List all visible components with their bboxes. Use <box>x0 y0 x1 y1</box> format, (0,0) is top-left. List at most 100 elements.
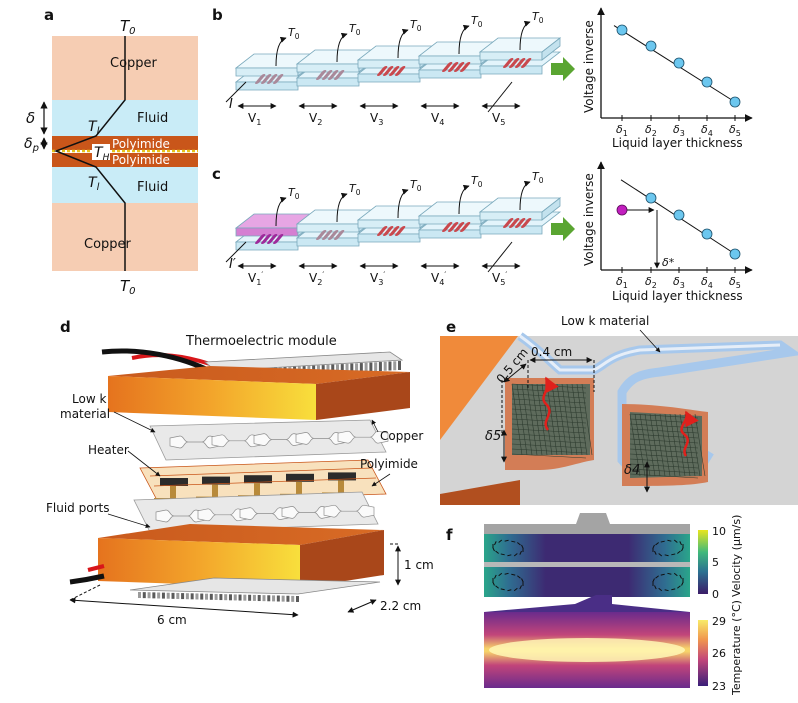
velocity-vector <box>519 585 522 590</box>
fin <box>257 595 261 602</box>
temp-tick-29: 29 <box>712 615 726 628</box>
mesh-line <box>679 413 691 477</box>
heater-trace <box>515 58 526 68</box>
sim-divider <box>484 562 690 567</box>
panel-f: f 10 5 0 Velocity (µm/s) 29 26 23 Temper… <box>446 513 743 696</box>
voltage-label-5-sub: 5 <box>500 277 505 287</box>
arrow-c-to-graph <box>551 217 575 241</box>
data-point-3 <box>673 57 685 69</box>
voltage-label-4-main: V <box>431 111 440 125</box>
velocity-vector <box>507 589 512 592</box>
velocity-vector <box>677 550 681 554</box>
mesh-line <box>629 463 699 469</box>
t0-label-1-sub: 0 <box>295 32 300 41</box>
heater-trace <box>273 74 284 84</box>
heater-trace <box>521 218 532 228</box>
thermoelectric-module-bottom <box>129 577 381 595</box>
panel-e: e 0.5 cm 0.4 cm δ5 δ4 Low k material <box>440 314 798 505</box>
velocity-vector <box>495 585 499 589</box>
tick-label-1: δ1 <box>616 123 628 138</box>
heater-label: Heater <box>88 443 129 457</box>
tick-sub: 2 <box>652 129 657 138</box>
velocity-vector <box>498 539 503 543</box>
tick-sub: 3 <box>680 281 685 290</box>
velocity-vector <box>494 541 497 546</box>
lowk-cutouts-bottom <box>155 504 375 523</box>
tick-label-2: δ2 <box>645 123 657 138</box>
cell-lower-front <box>357 233 421 243</box>
fluid-bottom-text: Fluid <box>137 180 168 195</box>
heater-trace <box>322 70 333 80</box>
mesh-line <box>629 468 699 474</box>
module-label: Thermoelectric module <box>185 334 337 349</box>
velocity-vector <box>498 572 503 577</box>
copper-block-top-face <box>108 366 410 384</box>
polyimide-pointer <box>371 473 391 487</box>
voltage-label-3-prime: ′ <box>383 270 385 280</box>
tick-label-3: δ3 <box>673 123 685 138</box>
voltage-label-1-sub: 1 <box>256 277 261 287</box>
tl-top: Tl <box>88 119 100 137</box>
voltage-label-2-prime: ′ <box>322 270 324 280</box>
t0-label-2-main: T <box>349 22 357 35</box>
heat-out-arrow <box>275 36 287 67</box>
tick-label-1: δ1 <box>616 275 628 290</box>
voltage-label-3-main: V <box>370 111 379 125</box>
velocity-vector <box>667 539 672 542</box>
panel-a-label: a <box>44 6 54 24</box>
fin <box>291 595 295 602</box>
mesh-line <box>511 433 587 439</box>
fin <box>166 592 170 599</box>
cell-upper-side <box>541 197 561 221</box>
velocity-vector <box>495 550 499 554</box>
fin <box>233 594 237 601</box>
t0-label-5-main: T <box>532 10 540 23</box>
cell-upper-front <box>296 223 360 233</box>
fin <box>147 592 151 599</box>
fin <box>152 592 156 599</box>
panel-b-label: b <box>212 6 223 24</box>
cell-upper-front <box>357 219 421 229</box>
t0-label-3-sub: 0 <box>417 184 422 193</box>
tick-main: δ <box>673 123 680 136</box>
heat-out-arrow <box>336 32 348 63</box>
panel-e-label: e <box>446 318 456 336</box>
mesh-line <box>526 383 538 456</box>
panel-d: d 1 cm 2.2 cm 6 cm <box>46 318 434 627</box>
length-arrow <box>69 597 299 618</box>
heater-trace <box>460 222 471 232</box>
voltage-label-1-prime: ′ <box>261 270 263 280</box>
graph-b: Voltage inverse Liquid layer thickness δ… <box>582 7 753 150</box>
t0-label-4-sub: 0 <box>478 20 483 29</box>
velocity-label: Velocity (µm/s) <box>730 515 743 597</box>
heat-out-arrow <box>519 20 531 51</box>
heater-trace <box>377 226 388 236</box>
heat-flow-arrow-4 <box>680 410 699 457</box>
voltage-label-1-sub: 1 <box>256 117 261 127</box>
t0-label-4-main: T <box>471 14 479 27</box>
panel-c-label: c <box>212 165 221 183</box>
tick-sub: 5 <box>736 129 741 138</box>
fin <box>209 593 213 600</box>
tick-main: δ <box>645 123 652 136</box>
t0-label-1: T0 <box>288 26 300 41</box>
current-lead <box>225 241 247 263</box>
copper-block-bottom-face <box>98 524 384 545</box>
fin <box>195 593 199 600</box>
velocity-vector <box>654 585 657 590</box>
voltage-label-2-main: V <box>309 111 318 125</box>
tl-bottom: Tl <box>88 175 100 193</box>
temp-tick-26: 26 <box>712 647 726 660</box>
heater-trace <box>261 234 272 244</box>
mesh-line <box>674 413 686 477</box>
heater-trace <box>267 74 278 84</box>
temperature-label: Temperature (°C) <box>730 600 743 696</box>
fin <box>350 363 354 373</box>
width-label: 2.2 cm <box>380 599 421 613</box>
dim-04-label: 0.4 cm <box>531 345 572 359</box>
velocity-vector <box>660 573 665 576</box>
t0-label-2: T0 <box>349 182 361 197</box>
heat-out-arrow <box>275 196 287 227</box>
fluid-bottom-layer <box>52 167 198 203</box>
fin <box>326 364 330 374</box>
